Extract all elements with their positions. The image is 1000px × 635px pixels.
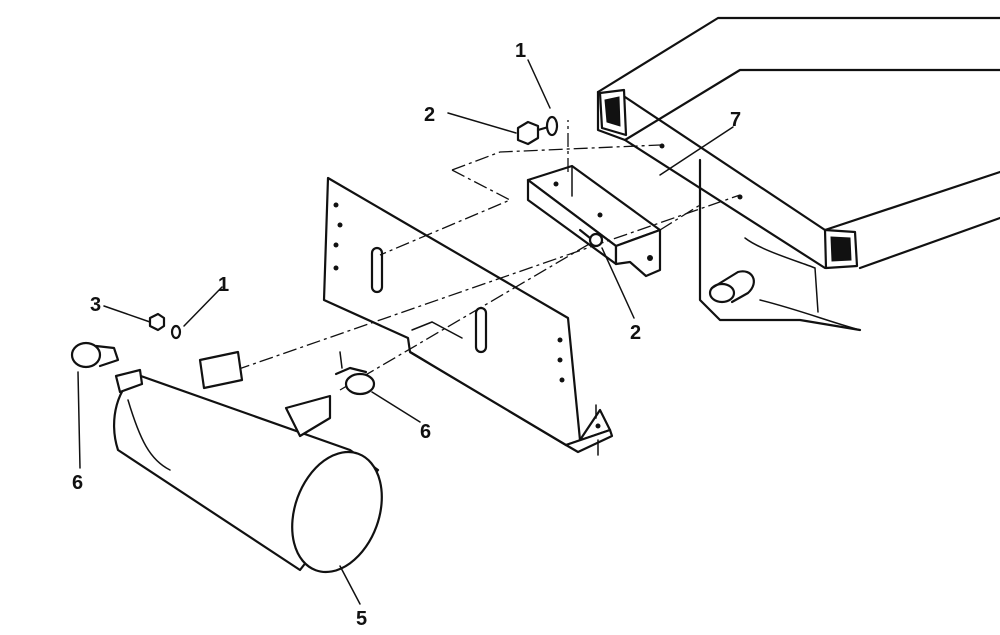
- callout-3-nut: 3: [90, 294, 101, 316]
- callout-7-bracket: 7: [730, 109, 741, 131]
- callout-6-clamp-right: 6: [420, 421, 431, 443]
- callout-5-muffler: 5: [356, 608, 367, 630]
- nut-and-washer: [148, 312, 182, 340]
- vehicle-frame: [596, 16, 1000, 332]
- mounting-bracket: [526, 164, 662, 278]
- leader-lines: [77, 59, 734, 605]
- bolt-upper: [516, 115, 559, 146]
- bolt-lower: [578, 228, 604, 248]
- clamp-left: [70, 341, 120, 369]
- clamp-right: [334, 351, 376, 396]
- callout-1-washer-upper: 1: [515, 40, 526, 62]
- callout-2-bolt-upper: 2: [424, 104, 435, 126]
- muffler: [113, 350, 383, 574]
- callout-6-clamp-left: 6: [72, 472, 83, 494]
- alignment-lines: [235, 120, 741, 391]
- hanger-plate: [322, 176, 614, 456]
- callout-1-washer-lower: 1: [218, 274, 229, 296]
- callout-labels: 1 2 7 1 3 2 6 6 5: [72, 40, 741, 630]
- callout-2-bolt-lower: 2: [630, 322, 641, 344]
